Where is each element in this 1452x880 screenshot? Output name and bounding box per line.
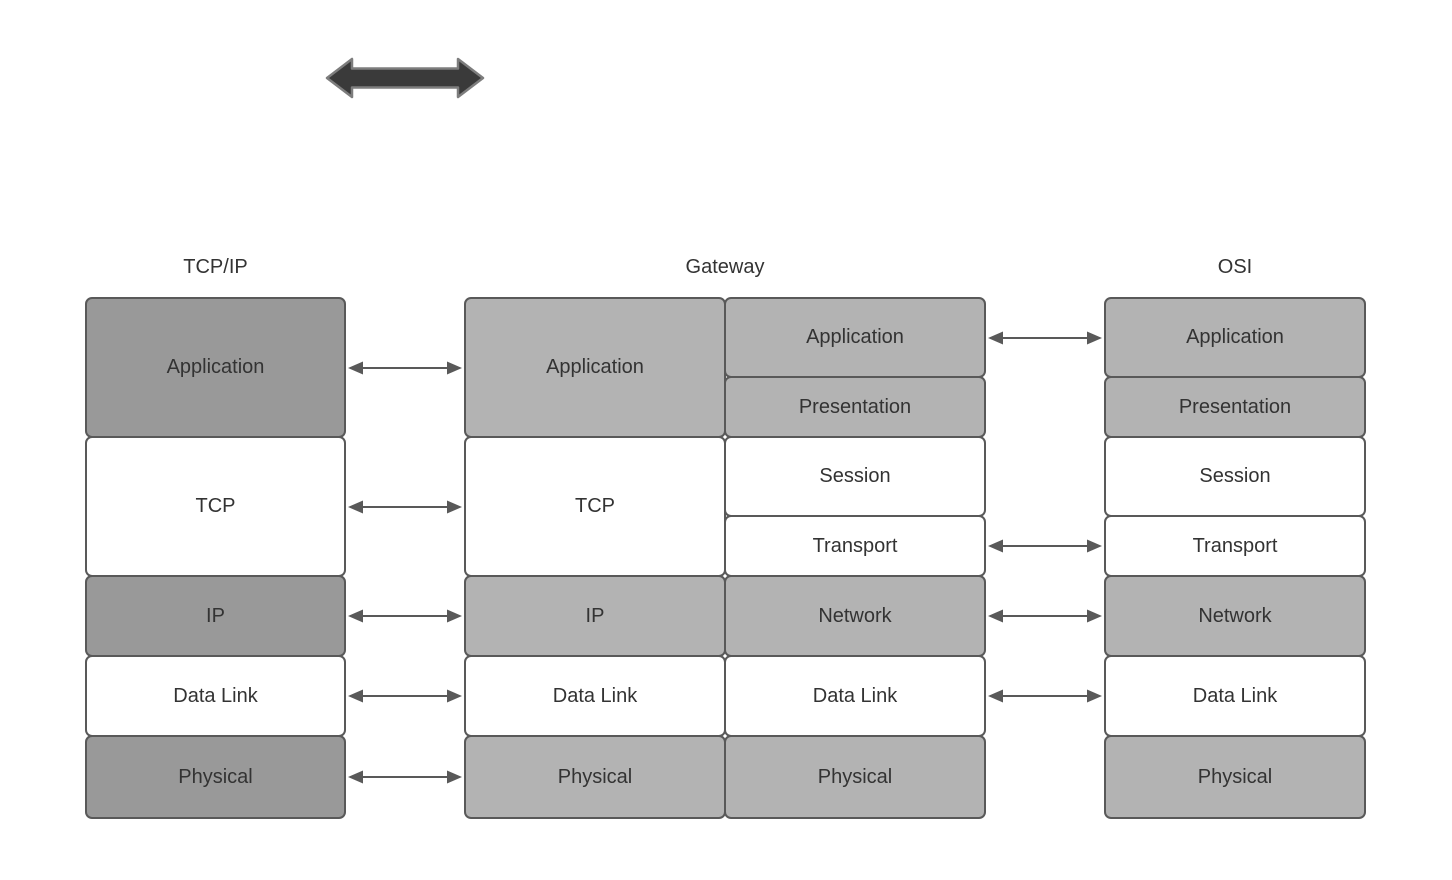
tcpip-layer-ip: IP	[85, 575, 346, 657]
gateway-right-layer-application: Application	[724, 297, 986, 378]
layer-label: Network	[818, 604, 892, 627]
gateway-left-layer-ip: IP	[464, 575, 726, 657]
layer-label: Data Link	[812, 684, 898, 707]
layer-label: TCP	[575, 495, 615, 517]
layer-label: IP	[206, 604, 225, 627]
layer-label: Physical	[817, 765, 893, 788]
layer-label: Application	[806, 326, 904, 348]
link-arrow-gateway-osi-network	[988, 609, 1102, 623]
header-osi: OSI	[1217, 256, 1253, 278]
layer-label: Transport	[1192, 534, 1278, 557]
layer-label: Physical	[1197, 765, 1273, 788]
layer-label: Presentation	[798, 395, 912, 418]
layer-label: Data Link	[552, 684, 638, 707]
tcpip-layer-datalink: Data Link	[85, 655, 346, 737]
link-arrow-gateway-osi-application	[988, 331, 1102, 345]
link-arrow-tcpip-gateway-tcp	[348, 500, 462, 514]
layer-label: TCP	[195, 495, 236, 517]
tcpip-layer-tcp: TCP	[85, 436, 346, 577]
osi-layer-application: Application	[1104, 297, 1366, 378]
osi-layer-session: Session	[1104, 436, 1366, 517]
layer-label: Presentation	[1178, 395, 1292, 418]
gateway-left-layer-datalink: Data Link	[464, 655, 726, 737]
layer-label: Data Link	[173, 684, 258, 707]
gateway-right-layer-transport: Transport	[724, 515, 986, 577]
link-arrow-tcpip-gateway-physical	[348, 770, 462, 784]
layer-label: Physical	[178, 765, 253, 788]
two-way-thick-arrow-icon	[325, 57, 485, 99]
osi-layer-network: Network	[1104, 575, 1366, 657]
layer-label: Transport	[812, 534, 898, 557]
gateway-right-layer-presentation: Presentation	[724, 376, 986, 438]
tcpip-layer-physical: Physical	[85, 735, 346, 819]
layer-label: Data Link	[1192, 684, 1278, 707]
gateway-right-layer-datalink: Data Link	[724, 655, 986, 737]
layer-label: Application	[1186, 326, 1284, 348]
layer-label: Application	[546, 356, 644, 378]
gateway-left-layer-physical: Physical	[464, 735, 726, 819]
osi-layer-presentation: Presentation	[1104, 376, 1366, 438]
osi-layer-datalink: Data Link	[1104, 655, 1366, 737]
header-tcpip: TCP/IP	[183, 256, 248, 278]
layer-label: IP	[585, 604, 605, 627]
header-gateway: Gateway	[685, 256, 765, 278]
layer-label: Application	[166, 356, 265, 378]
link-arrow-gateway-osi-datalink	[988, 689, 1102, 703]
layer-label: Session	[1199, 465, 1271, 487]
gateway-right-layer-session: Session	[724, 436, 986, 517]
layer-label: Network	[1198, 604, 1272, 627]
osi-layer-physical: Physical	[1104, 735, 1366, 819]
link-arrow-gateway-osi-transport	[988, 539, 1102, 553]
link-arrow-tcpip-gateway-datalink	[348, 689, 462, 703]
osi-layer-transport: Transport	[1104, 515, 1366, 577]
gateway-right-layer-physical: Physical	[724, 735, 986, 819]
gateway-left-layer-tcp: TCP	[464, 436, 726, 577]
gateway-left-layer-application: Application	[464, 297, 726, 438]
link-arrow-tcpip-gateway-application	[348, 361, 462, 375]
tcpip-layer-application: Application	[85, 297, 346, 438]
link-arrow-tcpip-gateway-ip	[348, 609, 462, 623]
layer-label: Physical	[557, 765, 633, 788]
gateway-right-layer-network: Network	[724, 575, 986, 657]
layer-label: Session	[819, 465, 891, 487]
